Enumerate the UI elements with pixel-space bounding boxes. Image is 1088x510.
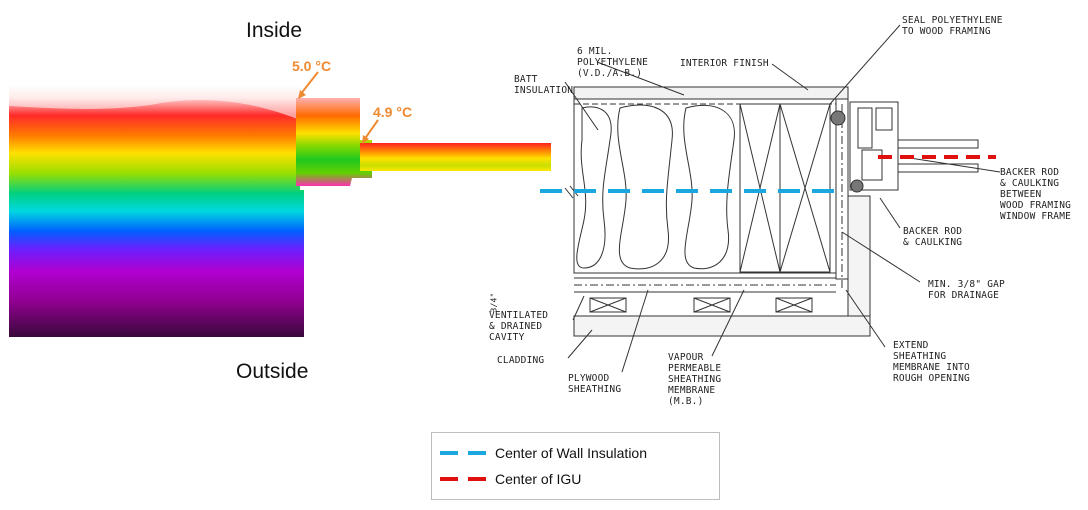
annotation-interior-finish: INTERIOR FINISH [680, 58, 769, 69]
annotation-ventilated-cavity: VENTILATED & DRAINED CAVITY [489, 310, 549, 343]
annotation-backer-rod: BACKER ROD & CAULKING [903, 226, 963, 248]
blue-dash-swatch [440, 451, 488, 455]
temperature-label-frame: 5.0 °C [292, 58, 332, 74]
annotation-plywood-sheathing: PLYWOOD SHEATHING [568, 373, 622, 395]
outside-label: Outside [236, 360, 309, 383]
annotation-backer-rod-between: BACKER ROD & CAULKING BETWEEN WOOD FRAMI… [1000, 167, 1072, 222]
annotation-seal-polyethylene: SEAL POLYETHYLENE TO WOOD FRAMING [902, 15, 1003, 37]
red-dash-swatch [440, 477, 488, 481]
temperature-label-glazing: 4.9 °C [373, 104, 413, 120]
annotation-extend-sheathing: EXTEND SHEATHING MEMBRANE INTO ROUGH OPE… [893, 340, 970, 384]
legend-label: Center of Wall Insulation [495, 445, 647, 461]
annotation-polyethylene: 6 MIL. POLYETHYLENE (V.D./A.B.) [577, 46, 649, 79]
legend-item-wall-insulation: Center of Wall Insulation [440, 443, 647, 463]
legend: Center of Wall Insulation Center of IGU [431, 432, 720, 500]
annotation-cladding: CLADDING [497, 355, 545, 366]
annotation-batt-insulation: BATT INSULATION [514, 74, 574, 96]
annotation-drainage-gap: MIN. 3/8" GAP FOR DRAINAGE [928, 279, 1005, 301]
annotation-vapour-permeable-membrane: VAPOUR PERMEABLE SHEATHING MEMBRANE (M.B… [668, 352, 722, 407]
legend-item-igu: Center of IGU [440, 469, 581, 489]
legend-label: Center of IGU [495, 471, 582, 487]
inside-label: Inside [246, 19, 303, 42]
